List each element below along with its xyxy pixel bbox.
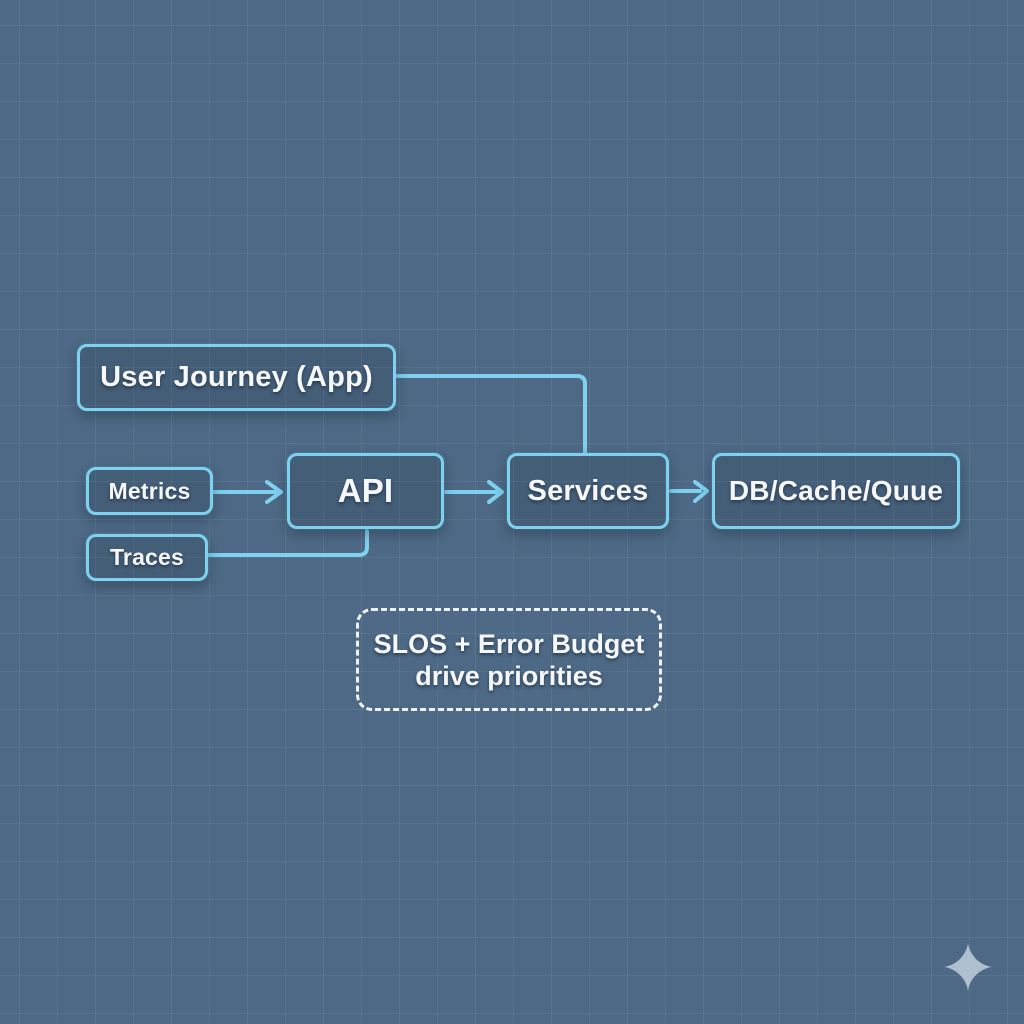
note-line-1: SLOS + Error Budget (373, 628, 645, 659)
node-api-label: API (337, 472, 394, 509)
note-slos-error-budget: SLOS + Error Budget drive priorities (356, 608, 662, 711)
node-services: Services (507, 453, 669, 529)
connector-user-journey-services (394, 374, 587, 454)
note-line-2: drive priorities (415, 660, 603, 691)
arrowhead-metrics-api (265, 480, 283, 504)
node-db-label: DB/Cache/Quue (728, 475, 944, 506)
connector-traces-api (207, 529, 369, 557)
node-traces-label: Traces (109, 544, 185, 570)
node-traces: Traces (86, 534, 208, 581)
node-user-journey-label: User Journey (App) (100, 361, 373, 393)
node-user-journey: User Journey (App) (77, 344, 396, 411)
node-metrics: Metrics (86, 467, 213, 515)
node-metrics-label: Metrics (108, 477, 191, 504)
node-services-label: Services (527, 474, 649, 507)
arrowhead-api-services (487, 480, 504, 504)
node-api: API (287, 453, 444, 529)
node-db: DB/Cache/Quue (712, 453, 960, 529)
arrowhead-services-db (693, 480, 709, 503)
sparkle-icon (944, 943, 992, 991)
